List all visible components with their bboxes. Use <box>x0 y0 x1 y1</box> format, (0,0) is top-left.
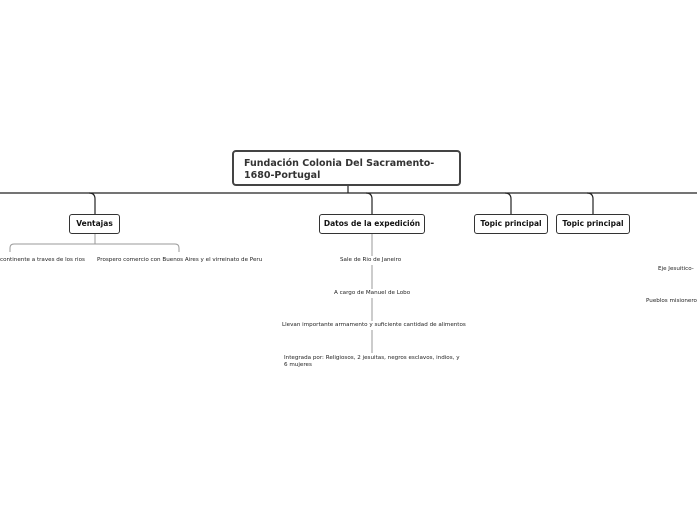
topic-label: Ventajas <box>76 219 113 228</box>
drop-ventajas <box>88 192 96 214</box>
topic-label: Datos de la expedición <box>323 219 421 228</box>
subtopic-expedicion-2[interactable]: A cargo de Manuel de Lobo <box>334 290 411 296</box>
subtopic-right-2[interactable]: Pueblos misionero <box>646 298 697 304</box>
topic-principal-2[interactable]: Topic principal <box>556 214 630 234</box>
topic-datos-expedicion[interactable]: Datos de la expedición <box>319 214 425 234</box>
topic-label: Topic principal <box>480 219 542 228</box>
subtopic-expedicion-4[interactable]: Integrada por: Religiosos, 2 jesuitas, n… <box>284 355 460 368</box>
subtopic-ventajas-1[interactable]: continente a traves de los rios <box>0 257 85 263</box>
subtopic-expedicion-3[interactable]: Llevan importante armamento y suficiente… <box>282 322 466 328</box>
drop-topic-2 <box>586 192 594 214</box>
topic-label: Topic principal <box>562 219 624 228</box>
ventajas-bracket <box>9 243 180 252</box>
subtopic-expedicion-1[interactable]: Sale de Rio de Janeiro <box>340 257 402 263</box>
subtopic-ventajas-2[interactable]: Prospero comercio con Buenos Aires y el … <box>97 257 263 263</box>
topic-principal-1[interactable]: Topic principal <box>474 214 548 234</box>
drop-topic-1 <box>504 192 512 214</box>
topic-ventajas[interactable]: Ventajas <box>69 214 120 234</box>
drop-expedicion <box>365 192 373 214</box>
root-title: Fundación Colonia Del Sacramento-1680-Po… <box>244 158 435 181</box>
root-topic[interactable]: Fundación Colonia Del Sacramento-1680-Po… <box>232 150 461 186</box>
subtopic-right-1[interactable]: Eje Jesuitico- <box>658 266 694 272</box>
